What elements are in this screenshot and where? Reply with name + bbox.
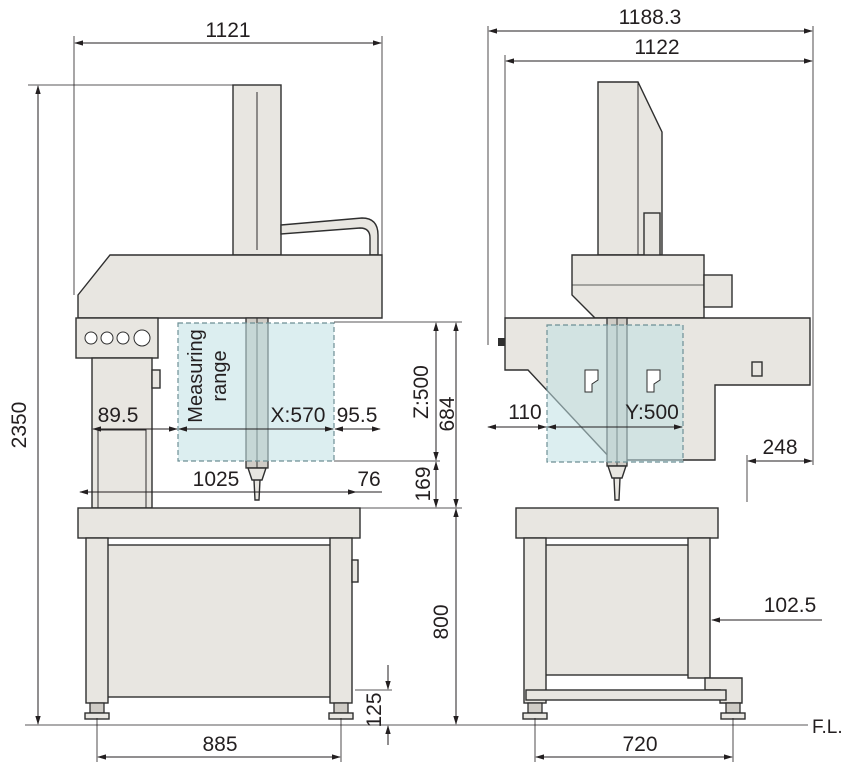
dim-720: 720 xyxy=(622,733,657,756)
dim-885: 885 xyxy=(202,733,237,756)
front-knob-4 xyxy=(133,329,151,347)
front-knob-3 xyxy=(116,331,130,345)
front-bridge xyxy=(77,254,383,319)
side-dimensions: 1188.3 1122 110 Y:500 248 102.5 720 F.L. xyxy=(487,6,843,762)
side-view-machine xyxy=(498,81,811,720)
dim-x-570: X:570 xyxy=(271,404,326,427)
dim-1025: 1025 xyxy=(193,468,240,491)
side-granite-table xyxy=(515,507,719,539)
dim-125: 125 xyxy=(363,692,386,727)
front-knob-1 xyxy=(84,331,98,345)
front-stand xyxy=(105,544,335,698)
dim-169: 169 xyxy=(412,466,435,501)
floor-level-label: F.L. xyxy=(812,717,843,738)
front-knob-2 xyxy=(100,331,114,345)
dim-110: 110 xyxy=(508,401,541,424)
front-view-machine xyxy=(75,84,383,720)
front-measuring-range xyxy=(177,322,335,462)
dim-y-500: Y:500 xyxy=(625,401,679,424)
side-z-carriage xyxy=(643,212,661,262)
dim-z-500: Z:500 xyxy=(410,365,433,419)
dim-89-5: 89.5 xyxy=(98,404,139,427)
side-probe xyxy=(607,465,627,501)
side-bridge-head xyxy=(571,254,705,319)
dim-95-5: 95.5 xyxy=(337,404,378,427)
dim-2350: 2350 xyxy=(8,402,31,449)
side-measuring-range xyxy=(546,324,684,463)
dim-76: 76 xyxy=(357,468,380,491)
side-stand xyxy=(544,544,691,676)
dim-1121: 1121 xyxy=(205,19,250,42)
dim-1188-3: 1188.3 xyxy=(619,6,682,29)
front-left-pillar xyxy=(91,357,153,509)
dim-1122: 1122 xyxy=(634,36,679,59)
dim-684: 684 xyxy=(436,396,459,431)
dim-800: 800 xyxy=(430,604,453,639)
side-bracket-left xyxy=(584,369,599,393)
front-granite-table xyxy=(77,507,361,539)
dim-102-5: 102.5 xyxy=(764,594,817,617)
side-column xyxy=(597,81,663,256)
dim-248: 248 xyxy=(762,436,797,459)
front-cable-arch xyxy=(280,217,379,256)
side-bracket-right xyxy=(646,369,661,393)
front-probe xyxy=(247,467,267,501)
